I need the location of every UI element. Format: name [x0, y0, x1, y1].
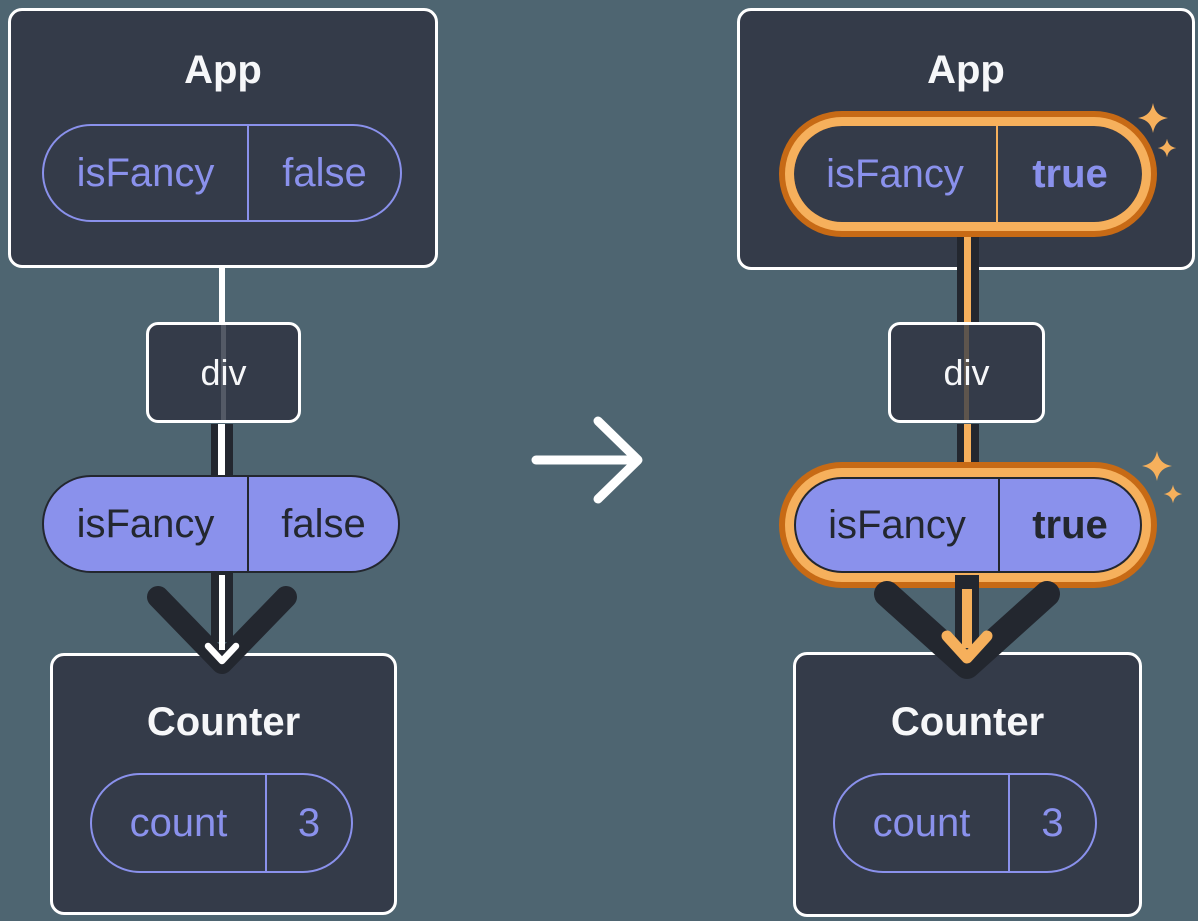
prop-key: isFancy [796, 479, 1000, 571]
state-value: 3 [1041, 800, 1064, 845]
state-key: isFancy [44, 126, 249, 220]
state-value: true [1032, 151, 1108, 196]
pipe-core [964, 424, 971, 482]
div-node: div [888, 322, 1045, 423]
state-key: count [835, 775, 1010, 871]
state-key: count [92, 775, 267, 871]
div-label: div [943, 351, 990, 393]
prop-pill: isFancy false [42, 475, 400, 573]
prop-value: false [281, 501, 366, 546]
app-title: App [927, 48, 1005, 92]
counter-title: Counter [890, 700, 1045, 744]
counter-title: Counter [146, 700, 301, 744]
app-state-pill-highlighted: isFancy true [794, 126, 1142, 222]
state-key: isFancy [794, 126, 998, 222]
right-arrow-icon [531, 416, 643, 504]
down-arrow-icon [147, 571, 297, 674]
connector-app-div [219, 266, 225, 326]
div-node: div [146, 322, 301, 423]
counter-state-pill: count 3 [90, 773, 353, 873]
pass-through-line [964, 325, 969, 420]
counter-state-pill: count 3 [833, 773, 1097, 873]
sparkle-icon [1142, 451, 1183, 504]
div-label: div [200, 351, 247, 393]
app-title: App [184, 48, 262, 92]
state-value: false [282, 150, 367, 195]
pipe-core [964, 233, 971, 326]
prop-value: true [1032, 502, 1108, 547]
pipe-core [218, 424, 225, 482]
state-value: 3 [297, 800, 321, 845]
prop-pill-highlighted: isFancy true [794, 477, 1142, 573]
pass-through-line [221, 325, 226, 420]
app-card [737, 8, 1195, 270]
app-state-pill: isFancy false [42, 124, 402, 222]
prop-key: isFancy [44, 477, 249, 571]
